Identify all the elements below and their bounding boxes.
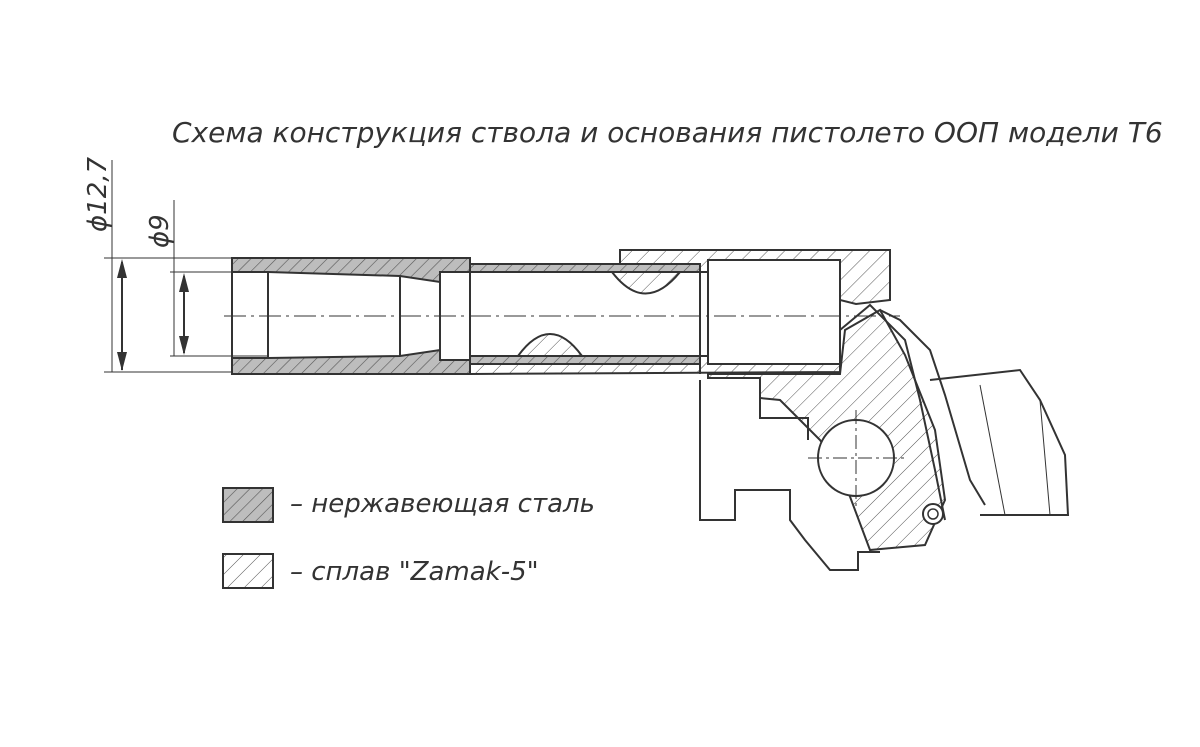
dimension-inner-diameter: ϕ9 <box>145 200 268 357</box>
legend-label-zamak: – сплав "Zamak-5" <box>290 557 539 587</box>
grip-outline <box>929 368 1070 516</box>
legend-swatch-zamak <box>222 553 274 589</box>
dimension-outer-diameter: ϕ12,7 <box>83 157 232 373</box>
base-zamak-section <box>469 249 986 571</box>
legend: – нержавеющая сталь – сплав "Zamak-5" <box>222 487 595 589</box>
outer-diameter-label: ϕ12,7 <box>83 157 113 233</box>
legend-swatch-steel <box>222 487 274 523</box>
small-pin <box>922 503 944 525</box>
drawing-title: Схема конструкция ствола и основания пис… <box>172 116 1163 149</box>
pivot-pin <box>808 410 904 506</box>
barrel-outline <box>231 250 841 375</box>
inner-diameter-label: ϕ9 <box>145 214 175 248</box>
legend-label-steel: – нержавеющая сталь <box>290 489 595 519</box>
